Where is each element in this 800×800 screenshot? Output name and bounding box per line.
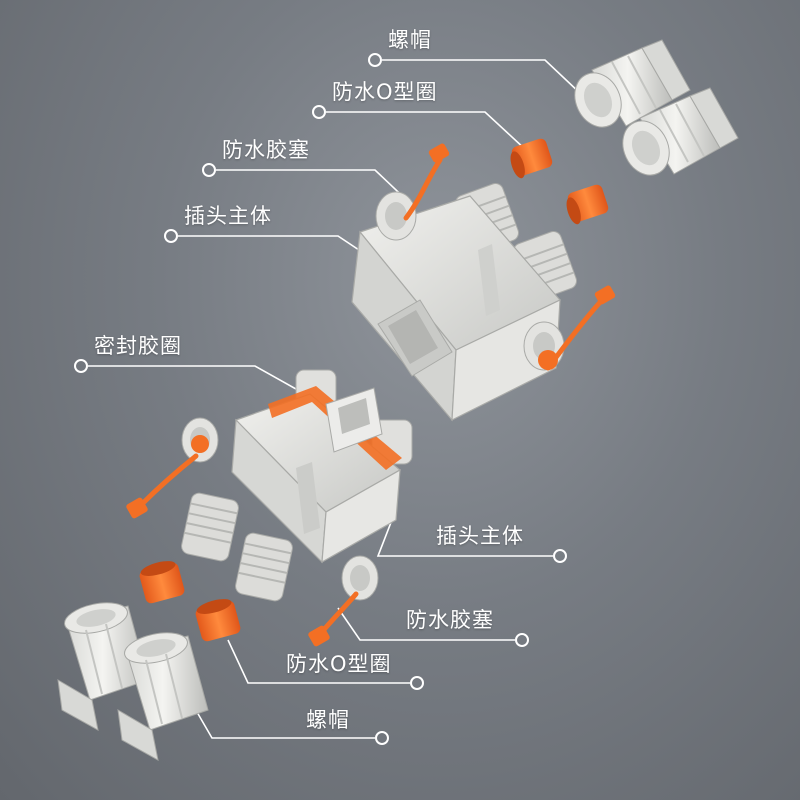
leader-oring-bottom xyxy=(227,639,410,684)
leader-dot-oring-top xyxy=(312,105,326,119)
label-oring-bottom: 防水O型圈 xyxy=(286,652,392,676)
upper-plug-body xyxy=(351,183,577,422)
leader-dot-body-top xyxy=(164,229,178,243)
top-oring-2 xyxy=(566,184,609,225)
leader-plug-bottom xyxy=(337,607,515,641)
leader-dot-seal-ring xyxy=(74,359,88,373)
label-plug-bottom: 防水胶塞 xyxy=(406,608,494,632)
leader-dot-nut-bottom xyxy=(375,731,389,745)
upper-plug-cap-left xyxy=(403,143,450,221)
label-nut-bottom: 螺帽 xyxy=(306,708,350,732)
upper-plug-cap-right xyxy=(538,285,616,371)
label-plug-top: 防水胶塞 xyxy=(222,138,310,162)
bottom-nut-right xyxy=(117,632,209,761)
lower-plug-cap-left xyxy=(126,435,209,519)
leader-dot-plug-top xyxy=(202,163,216,177)
leader-dot-body-bottom xyxy=(553,549,567,563)
lower-plug-cap-right xyxy=(308,591,359,647)
leader-dot-plug-bottom xyxy=(515,633,529,647)
leader-dot-oring-bottom xyxy=(410,676,424,690)
leader-lines xyxy=(88,59,583,739)
leader-body-bottom xyxy=(376,511,553,557)
top-nut-right xyxy=(622,87,739,176)
bottom-nut-left xyxy=(57,602,149,731)
top-oring-1 xyxy=(510,138,553,179)
label-oring-top: 防水O型圈 xyxy=(332,80,438,104)
label-body-top: 插头主体 xyxy=(184,204,272,228)
bottom-oring-2 xyxy=(195,599,241,642)
bottom-oring-1 xyxy=(139,561,185,604)
lower-plug-body xyxy=(181,369,413,602)
label-body-bottom: 插头主体 xyxy=(436,524,524,548)
leader-seal-ring xyxy=(88,365,313,399)
leader-nut-top xyxy=(382,59,583,96)
leader-oring-top xyxy=(326,111,527,151)
leader-dot-nut-top xyxy=(368,53,382,67)
leader-body-top xyxy=(178,235,387,269)
top-nut-left xyxy=(574,39,691,128)
label-nut-top: 螺帽 xyxy=(388,28,432,52)
label-seal-ring: 密封胶圈 xyxy=(94,334,182,358)
